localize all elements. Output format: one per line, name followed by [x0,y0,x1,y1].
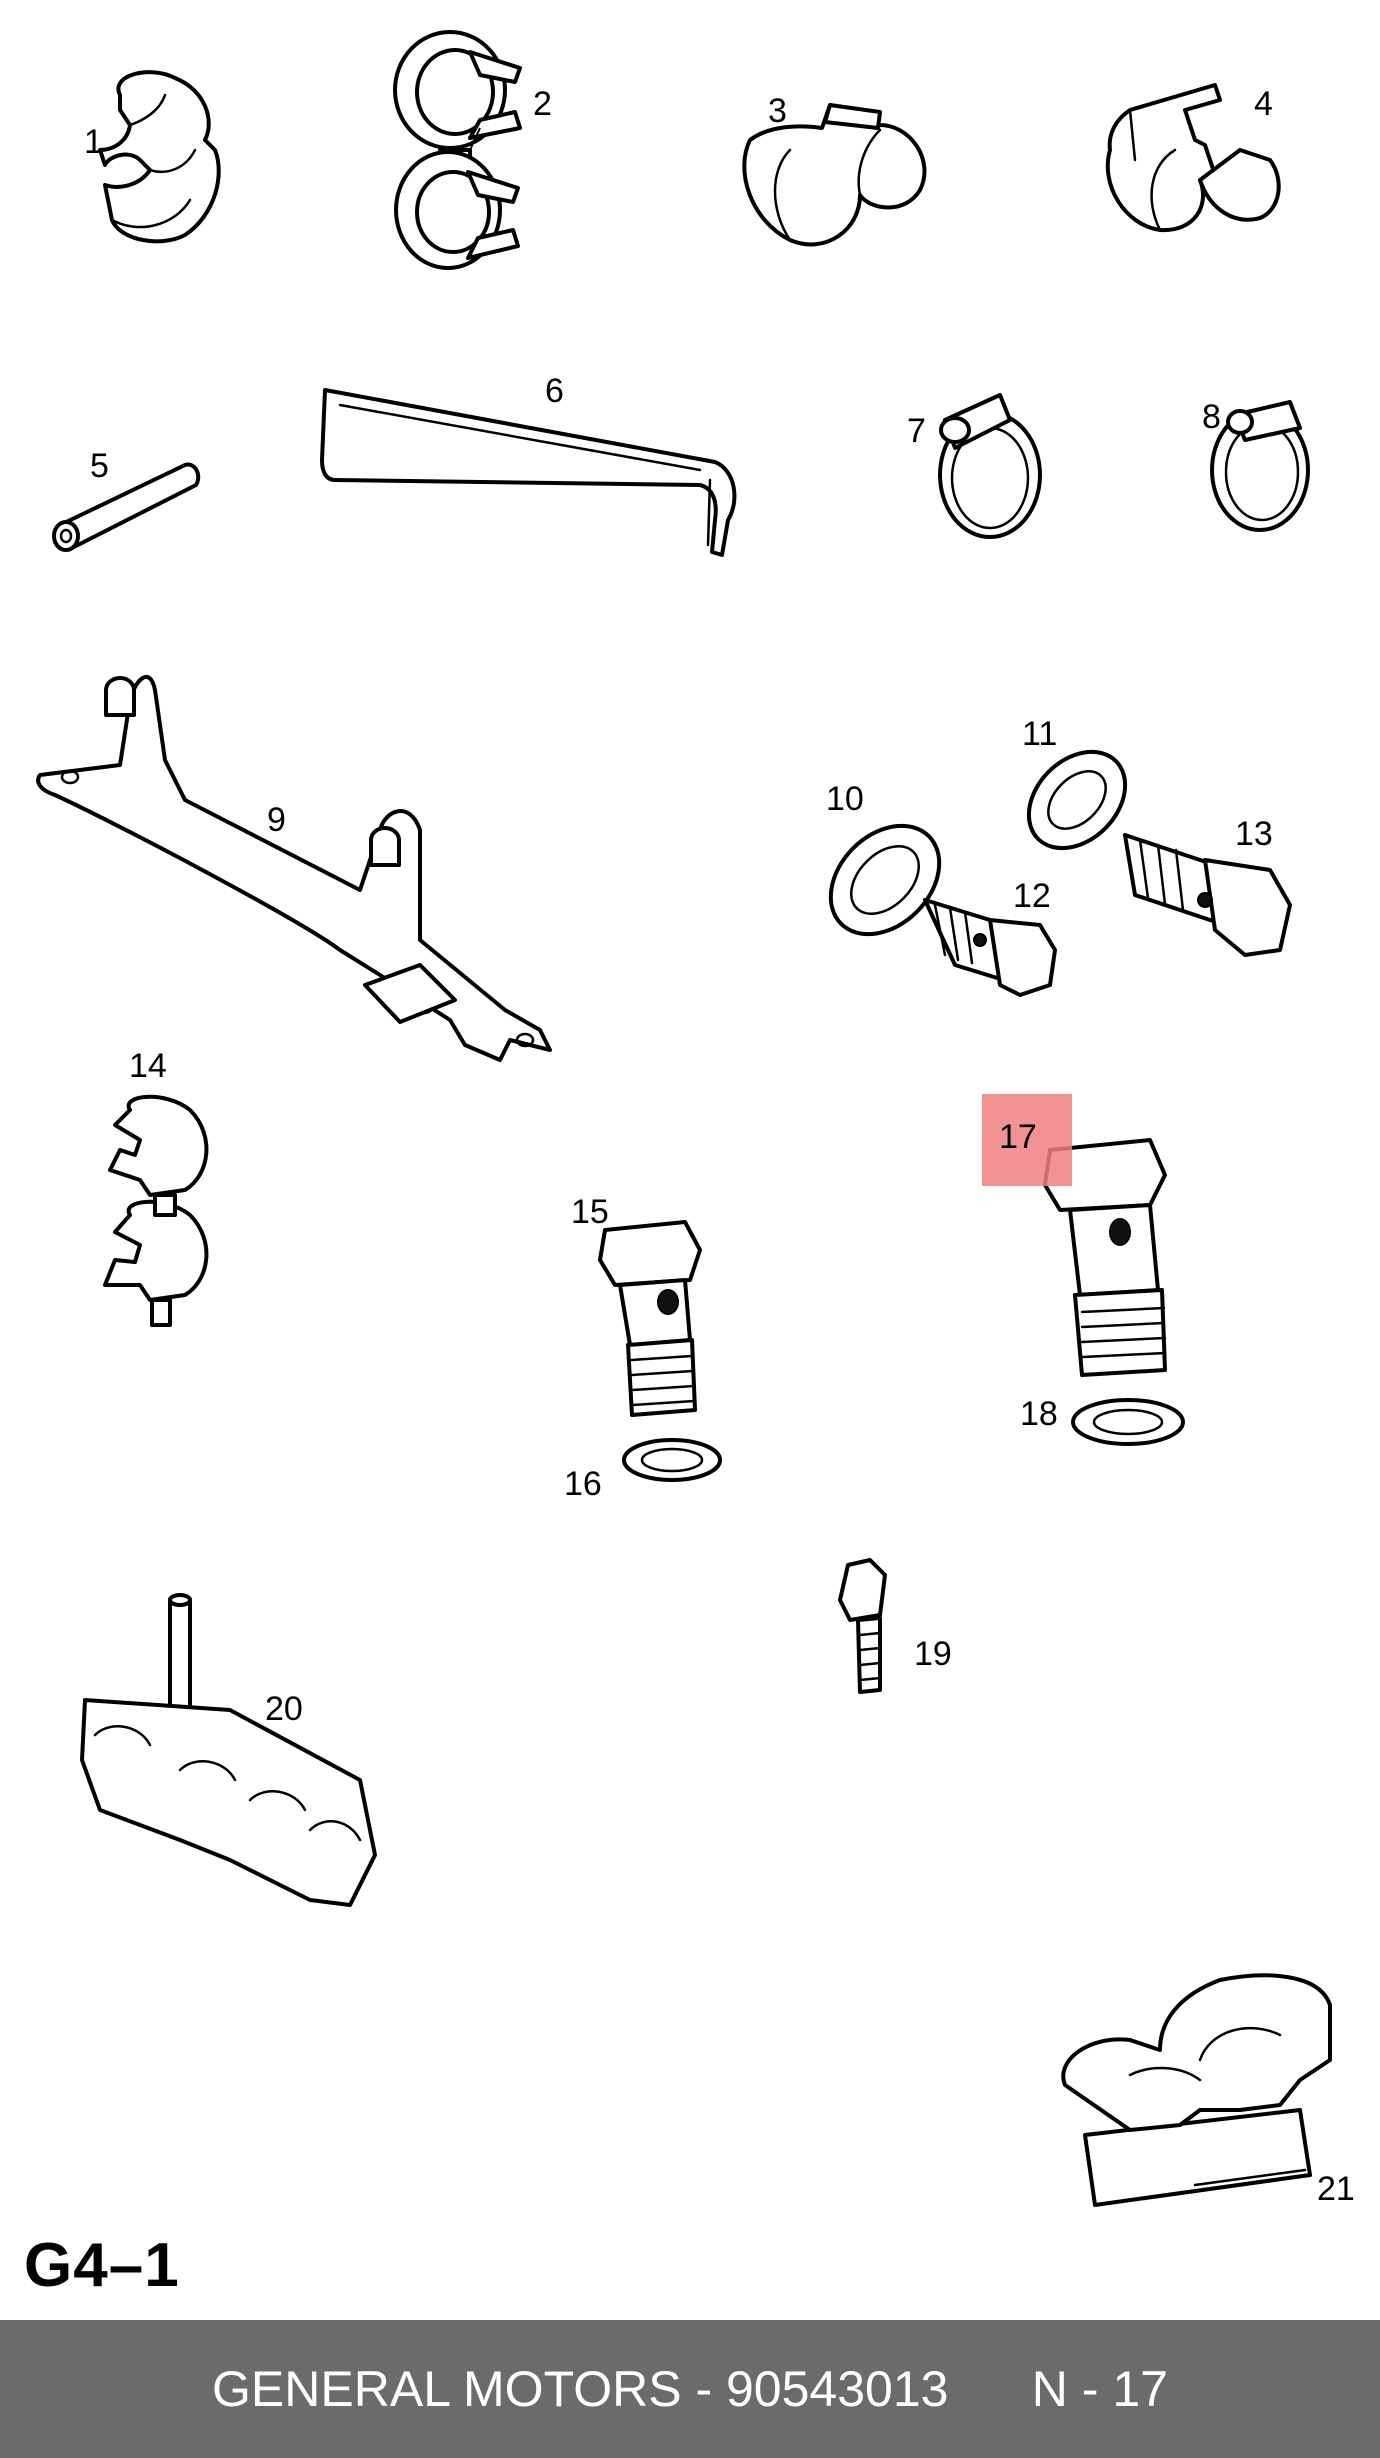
callout-16: 16 [564,1465,602,1503]
part-18-washer [1071,1398,1185,1446]
sheet-code: G4–1 [24,2231,180,2300]
callout-11: 11 [1022,715,1057,753]
callout-10: 10 [826,780,864,818]
highlight-box-17 [982,1094,1072,1186]
part-14-double-clip [103,1094,209,1327]
callout-14: 14 [129,1047,167,1085]
footer-bar: GENERAL MOTORS - 90543013 N - 17 [0,2320,1380,2458]
part-5-pin [52,462,201,552]
part-3-clip [742,103,927,247]
callout-19: 19 [914,1635,952,1673]
callout-5: 5 [90,447,109,485]
part-19-screw [838,1558,887,1694]
part-16-washer [622,1438,722,1482]
callout-4: 4 [1254,85,1273,123]
part-21-clip-block [1061,1973,1332,2207]
part-17-banjo-bolt [1043,1138,1167,1377]
callout-6: 6 [545,372,564,410]
part-15-banjo-bolt [598,1220,702,1417]
part-13-banjo-bolt [1123,833,1292,957]
part-9-bracket [36,675,552,1062]
callout-1: 1 [84,123,103,161]
part-10-washer [828,823,942,937]
callout-3: 3 [768,92,787,130]
callout-15: 15 [571,1193,609,1231]
callout-7: 7 [907,412,926,450]
callout-8: 8 [1202,398,1221,436]
part-12-banjo-bolt [923,898,1057,997]
part-2-double-clip [393,30,522,270]
callout-21: 21 [1317,2170,1355,2208]
callout-12: 12 [1013,877,1051,915]
part-1-clip [98,70,221,244]
callout-17: 17 [999,1118,1037,1156]
part-6-edge-strip [320,388,737,557]
callout-13: 13 [1235,815,1273,853]
part-7-hose-clamp [938,393,1042,539]
callout-20: 20 [265,1690,303,1728]
callout-2: 2 [533,85,552,123]
part-4-clip [1105,83,1281,233]
part-8-hose-clamp [1210,400,1310,532]
footer-text: GENERAL MOTORS - 90543013 N - 17 [212,2361,1168,2417]
part-20-multi-clip [80,1593,377,1907]
callout-9: 9 [267,801,286,839]
part-11-washer [1026,749,1128,851]
callout-18: 18 [1020,1395,1058,1433]
